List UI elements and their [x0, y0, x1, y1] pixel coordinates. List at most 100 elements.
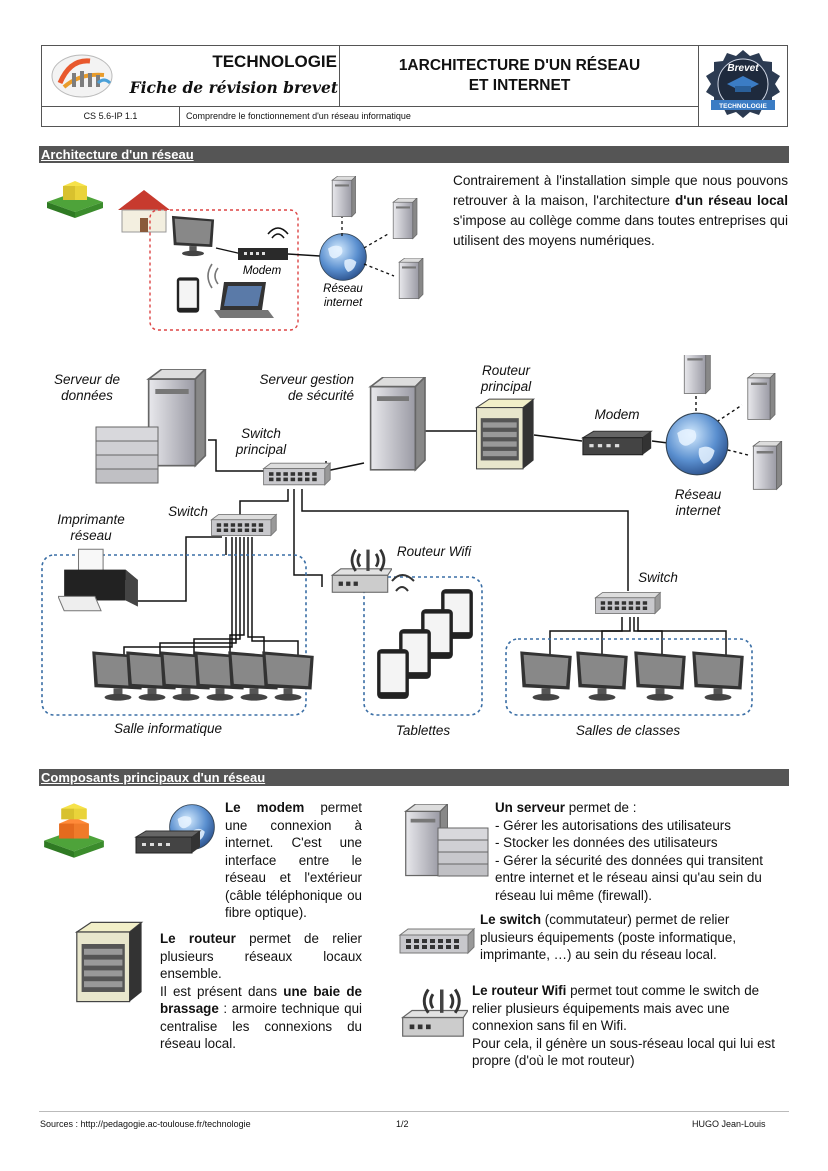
header-badge-cell: Brevet TECHNOLOGIE	[699, 46, 787, 126]
header-title-cell: 1ARCHITECTURE D'UN RÉSEAU ET INTERNET	[340, 46, 699, 107]
wifi-waves-right-icon	[391, 574, 415, 592]
class-monitor-icon-4	[692, 651, 744, 701]
server-description-intro: permet de :	[564, 800, 637, 815]
router-description-text2-bold: une baie de brassage	[160, 983, 362, 1017]
school-logo-icon	[51, 54, 113, 98]
classrooms-label: Salles de classes	[575, 723, 681, 738]
wifi-router-icon-2	[401, 988, 468, 1038]
skill-description: Comprendre le fonctionnement d'un réseau…	[180, 107, 699, 126]
router-description-text2-post: : armoire technique qui centralise les c…	[160, 1001, 362, 1051]
router-description-text2-pre: Il est présent dans	[160, 983, 284, 999]
classrooms-boundary	[505, 638, 753, 716]
tablets-boundary	[363, 576, 483, 716]
skill-code: CS 5.6-IP 1.1	[42, 107, 180, 126]
server-item-1: - Gérer les autorisations des utilisateu…	[495, 817, 731, 833]
internet-globe-icon	[665, 412, 729, 476]
router-description: Le routeur permet de relier plusieurs ré…	[160, 930, 362, 1053]
modem-icon	[582, 430, 652, 456]
home-modem-label: Modem	[243, 265, 282, 277]
wifi-router-icon	[330, 548, 392, 594]
sheet-type: Fiche de révision brevet	[129, 78, 338, 97]
home-modem-icon	[238, 227, 289, 260]
internet-server-icon-1	[683, 355, 711, 394]
lego-icon-2	[44, 803, 104, 858]
main-switch-label-l1: Switch	[241, 426, 281, 441]
modem-description-text: permet une connexion à internet. C'est u…	[225, 800, 362, 920]
data-server-icon	[95, 369, 207, 484]
tablet-icon-4	[377, 649, 409, 699]
modem-label: Modem	[594, 407, 640, 422]
class-monitor-icon-3	[634, 651, 686, 701]
server-description: Un serveur permet de : - Gérer les autor…	[495, 799, 775, 904]
home-monitor-icon	[171, 215, 215, 257]
right-switch-icon	[595, 592, 661, 614]
intro-paragraph: Contrairement à l'installation simple qu…	[453, 171, 788, 251]
home-tablet-icon	[176, 277, 200, 313]
security-server-icon	[369, 377, 426, 471]
wifi-description: Le routeur Wifi permet tout comme le swi…	[472, 982, 782, 1070]
home-server-icon-2	[392, 198, 418, 240]
footer-author: HUGO Jean-Louis	[692, 1119, 766, 1129]
main-switch-icon	[263, 462, 331, 486]
subject-title: TECHNOLOGIE	[212, 52, 337, 71]
badge-bottom-text: TECHNOLOGIE	[719, 103, 767, 110]
school-network-diagram	[41, 355, 783, 716]
house-icon	[118, 190, 170, 233]
printer-icon	[58, 548, 139, 612]
main-router-icon	[475, 398, 535, 470]
computer-room-boundary	[41, 554, 307, 716]
server-item-2: - Stocker les données des utilisateurs	[495, 835, 718, 850]
modem-description: Le modem permet une connexion à internet…	[124, 799, 362, 922]
intro-text-pre: Contrairement à l'installation simple qu…	[453, 173, 788, 208]
data-server-label-l1: Serveur de	[53, 372, 121, 387]
main-router-label-l2: principal	[480, 379, 532, 394]
class-monitor-icon-2	[576, 651, 628, 701]
page-title-line2: ET INTERNET	[468, 77, 571, 94]
lego-icon	[47, 181, 103, 218]
section-title-components-text: Composants principaux d'un réseau	[41, 770, 266, 785]
wifi-description-bold: Le routeur Wifi	[472, 983, 567, 998]
main-switch-label-l2: principal	[235, 442, 287, 457]
home-network-boundary	[149, 209, 299, 331]
security-server-label-l1: Serveur gestion	[259, 372, 354, 387]
header: TECHNOLOGIE Fiche de révision brevet 1AR…	[41, 45, 788, 127]
printer-label-l2: réseau	[70, 528, 112, 543]
data-server-label-l2: données	[61, 388, 113, 403]
page-title-line1: 1ARCHITECTURE D'UN RÉSEAU	[398, 57, 641, 74]
footer-divider	[39, 1111, 789, 1112]
switch-description-text: (commutateur) permet de relier plusieurs…	[480, 912, 737, 962]
computer-room-label: Salle informatique	[113, 721, 223, 736]
server-icon	[405, 804, 489, 877]
home-internet-label-l2: internet	[324, 297, 363, 309]
intro-text-bold: d'un réseau local	[674, 193, 789, 208]
section-title-architecture-text: Architecture d'un réseau	[41, 147, 194, 162]
wifi-waves-icon	[207, 263, 219, 289]
left-switch-icon	[211, 514, 277, 536]
footer-sources: Sources : http://pedagogie.ac-toulouse.f…	[40, 1119, 251, 1129]
intro-text-post: s'impose au collège comme dans toutes en…	[453, 213, 788, 248]
main-router-label-l1: Routeur	[481, 363, 531, 378]
home-globe-icon	[319, 233, 367, 281]
internet-label-l1: Réseau	[674, 487, 722, 502]
brevet-badge-icon: Brevet TECHNOLOGIE	[706, 50, 780, 118]
section-title-components: Composants principaux d'un réseau	[39, 769, 789, 786]
home-server-icon-3	[398, 258, 424, 300]
page-title: 1ARCHITECTURE D'UN RÉSEAU ET INTERNET	[340, 56, 699, 96]
header-logo-cell: TECHNOLOGIE Fiche de révision brevet	[42, 46, 340, 107]
wifi-description-text1: permet tout comme le switch de relier pl…	[472, 983, 760, 1033]
switch-description: Le switch (commutateur) permet de relier…	[480, 911, 780, 964]
internet-label-l2: internet	[675, 503, 721, 518]
internet-server-icon-2	[747, 373, 776, 420]
class-monitor-icon-1	[520, 651, 572, 701]
rack-icon	[76, 921, 143, 1003]
switch-description-bold: Le switch	[480, 912, 542, 927]
internet-server-icon-3	[752, 441, 783, 490]
switch-icon	[399, 928, 475, 954]
badge-top-text: Brevet	[727, 63, 759, 74]
tablets-label: Tablettes	[395, 723, 451, 738]
